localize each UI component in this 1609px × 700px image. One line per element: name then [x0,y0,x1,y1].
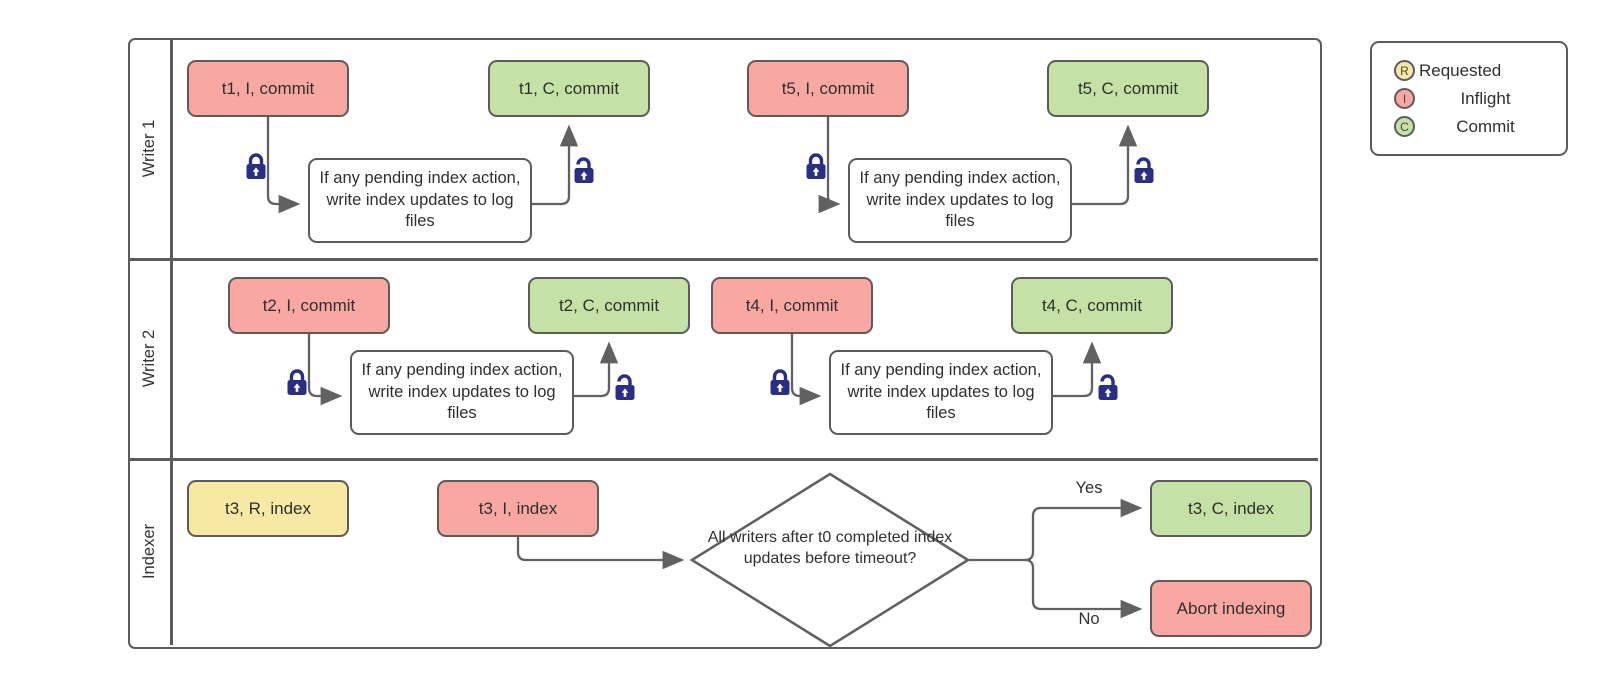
legend-label: Commit [1456,116,1515,136]
decision-all-writers-completed: All writers after t0 completed index upd… [707,529,953,568]
legend-label: Requested [1419,60,1502,80]
process-write-index-updates-2: If any pending index action, write index… [848,158,1072,243]
lane-label-indexer: Indexer [140,523,159,580]
lock-open-icon [574,157,594,183]
node-t3-requested-index: t3, R, index [187,480,349,537]
lock-open-icon [1098,374,1118,400]
lock-closed-icon [806,153,826,179]
lock-closed-icon [246,153,266,179]
node-t1-commit-commit: t1, C, commit [488,60,650,117]
branch-label-no: No [1078,610,1100,628]
node-t3-inflight-index: t3, I, index [437,480,599,537]
legend-label: Inflight [1460,88,1511,108]
legend-item-requested: R Requested [1394,60,1556,81]
lane-label-separator [170,38,173,645]
lane-label-writer-1: Writer 1 [140,119,159,177]
inflight-state-icon: I [1394,88,1415,109]
process-write-index-updates-1: If any pending index action, write index… [308,158,532,243]
legend-item-commit: C Commit [1394,116,1556,137]
process-write-index-updates-3: If any pending index action, write index… [350,350,574,435]
node-t5-commit-commit: t5, C, commit [1047,60,1209,117]
legend-box: R Requested I Inflight C Commit [1370,41,1568,156]
lock-open-icon [1134,157,1154,183]
branch-label-yes: Yes [1075,479,1103,497]
requested-state-icon: R [1394,60,1415,81]
lock-closed-icon [770,369,790,395]
lock-closed-icon [287,369,307,395]
node-t4-commit-commit: t4, C, commit [1011,277,1173,334]
lock-open-icon [615,374,635,400]
lane-label-writer-2: Writer 2 [140,329,159,387]
node-t4-inflight-commit: t4, I, commit [711,277,873,334]
node-abort-indexing: Abort indexing [1150,580,1312,637]
node-t2-inflight-commit: t2, I, commit [228,277,390,334]
process-write-index-updates-4: If any pending index action, write index… [829,350,1053,435]
node-t3-commit-index: t3, C, index [1150,480,1312,537]
commit-state-icon: C [1394,116,1415,137]
node-t2-commit-commit: t2, C, commit [528,277,690,334]
lane-divider-2 [128,458,1318,461]
legend-item-inflight: I Inflight [1394,88,1556,109]
lane-divider-1 [128,258,1318,261]
node-t5-inflight-commit: t5, I, commit [747,60,909,117]
node-t1-inflight-commit: t1, I, commit [187,60,349,117]
